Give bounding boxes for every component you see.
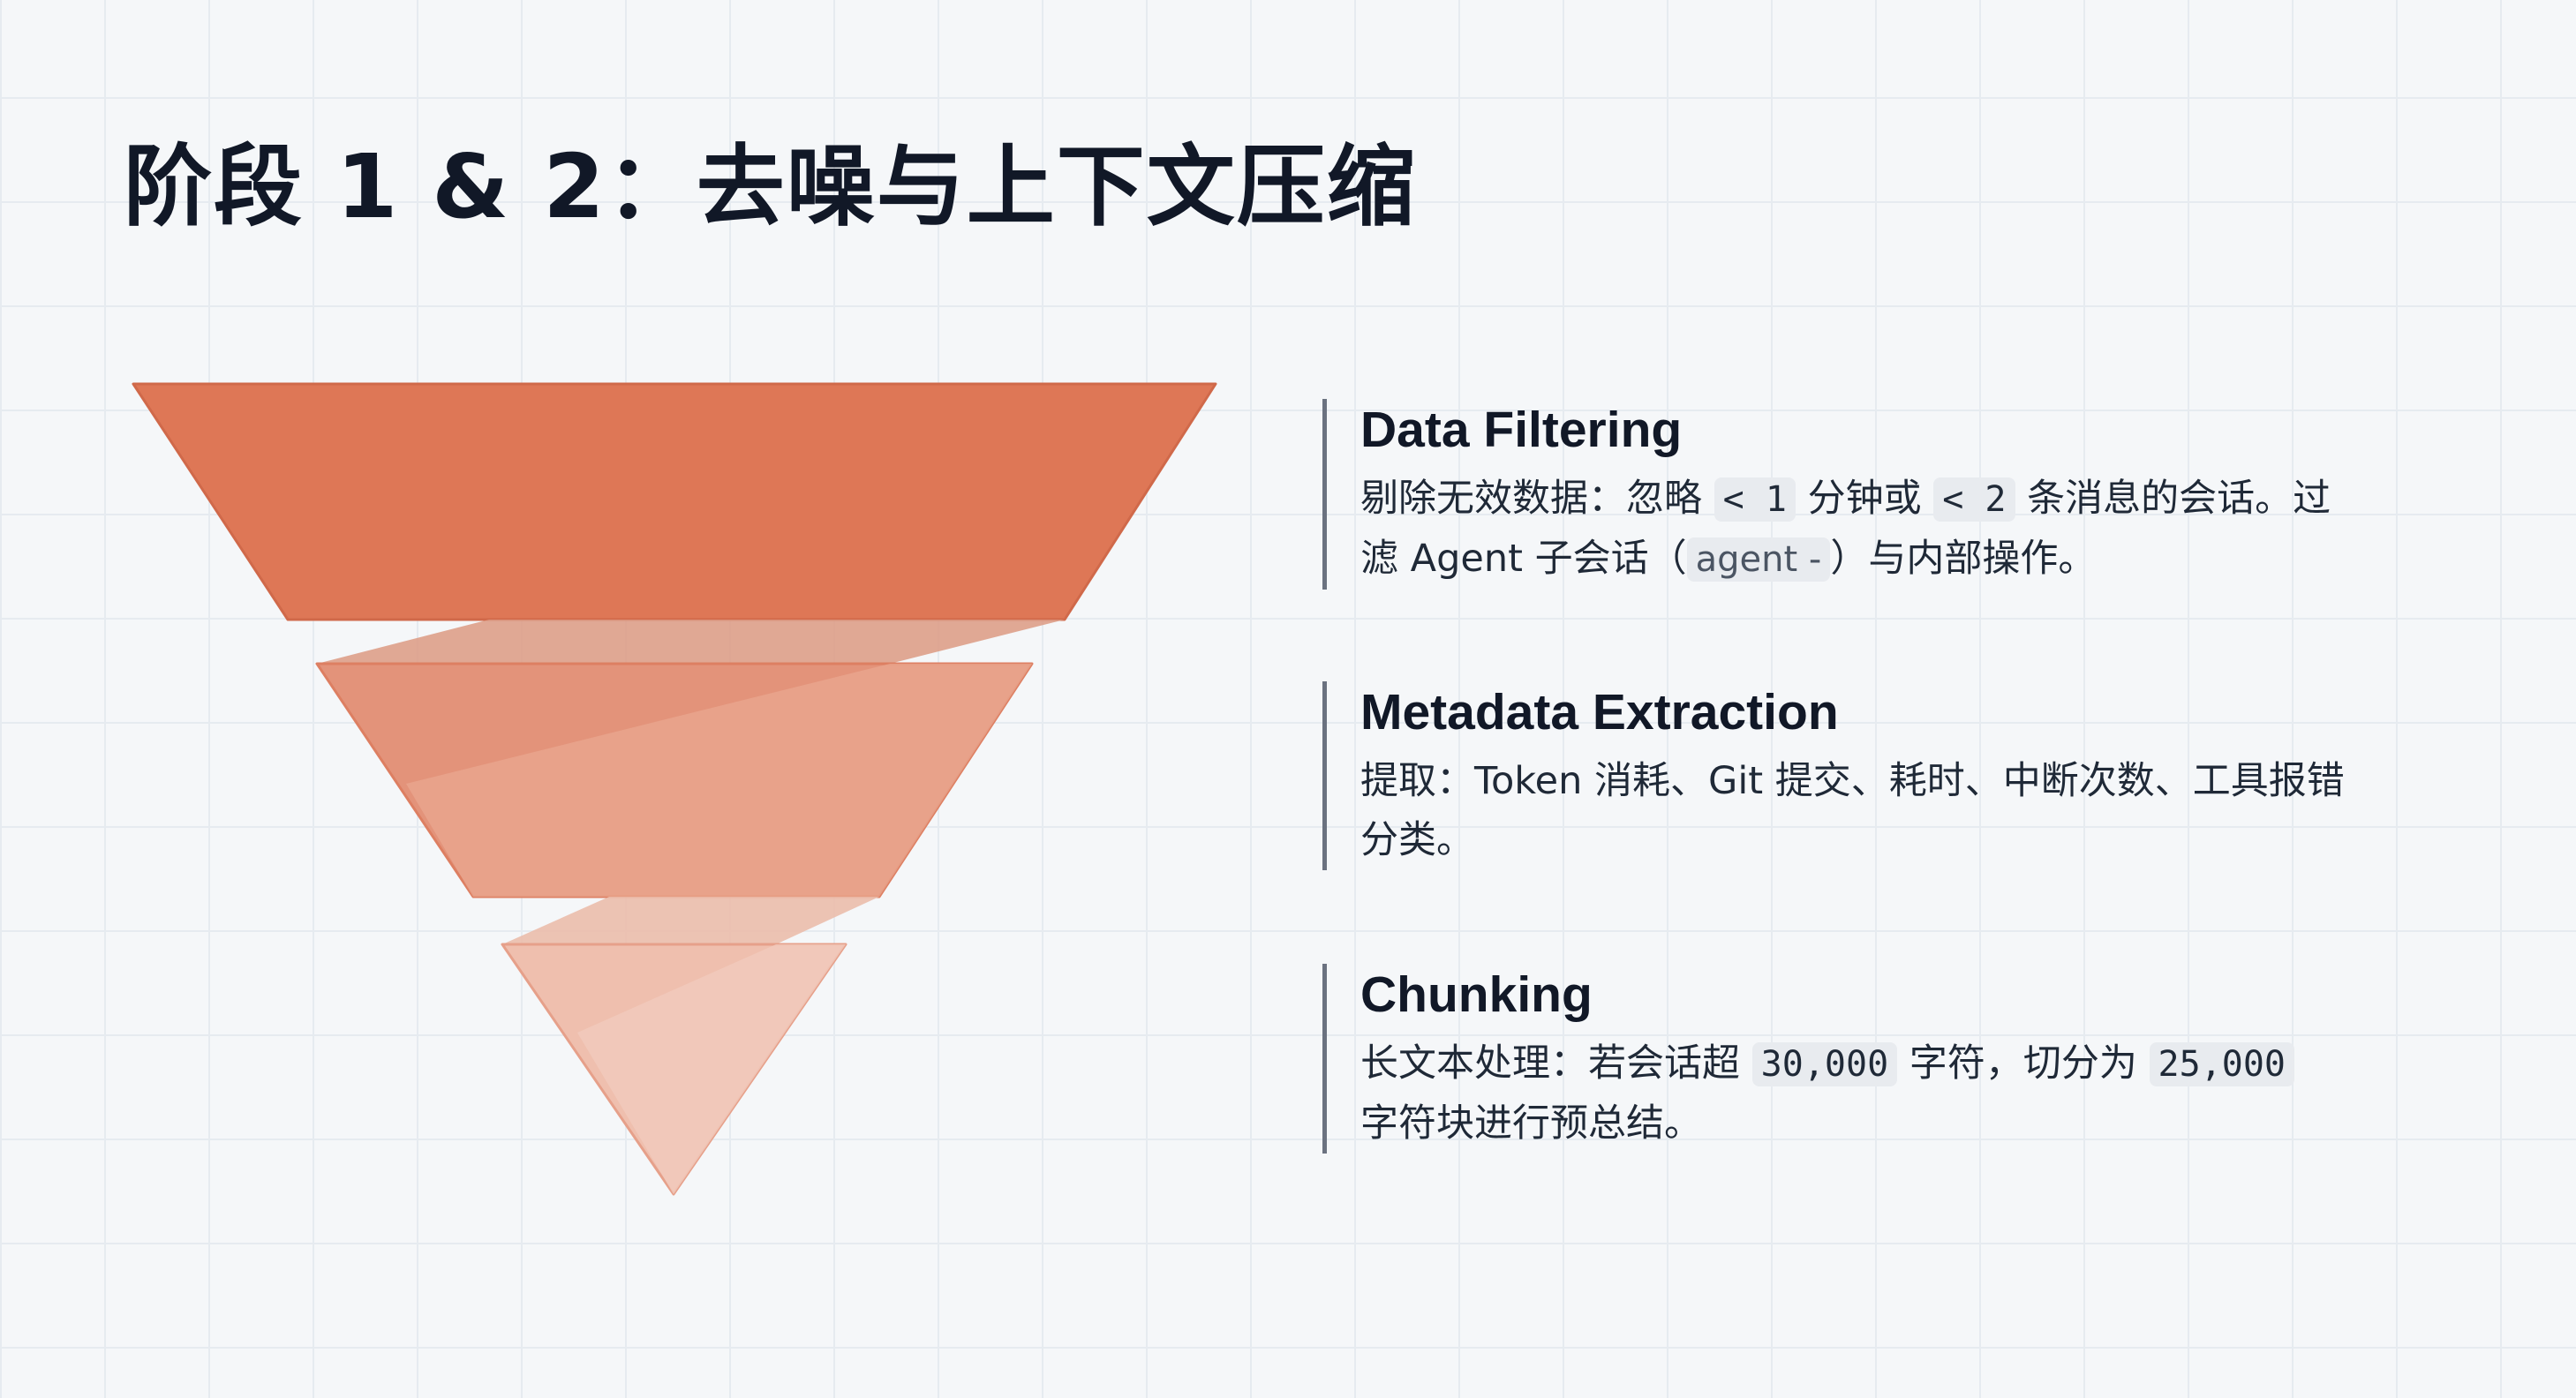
stage-description: 提取：Token 消耗、Git 提交、耗时、中断次数、工具报错分类。: [1360, 752, 2349, 870]
text-segment: 提取：Token 消耗、Git 提交、耗时、中断次数、工具报错分类。: [1360, 759, 2345, 862]
funnel-stage-3-highlight: [577, 944, 846, 1194]
stage-data-filtering: Data Filtering 剔除无效数据：忽略 < 1 分钟或 < 2 条消息…: [1322, 399, 2473, 590]
text-segment: 字符，切分为: [1897, 1041, 2150, 1086]
text-segment: 字符块进行预总结。: [1360, 1101, 1702, 1146]
stage-metadata-extraction: Metadata Extraction 提取：Token 消耗、Git 提交、耗…: [1322, 681, 2473, 870]
stage-heading: Data Filtering: [1360, 402, 1683, 458]
code-inline: < 2: [1933, 477, 2015, 522]
text-segment: ）与内部操作。: [1830, 537, 2097, 581]
text-segment: 条消息的会话。过滤 Agent 子会话（: [1360, 477, 2331, 581]
code-inline: 25,000: [2149, 1042, 2295, 1086]
code-inline: agent -: [1686, 537, 1831, 582]
stage-heading: Metadata Extraction: [1360, 684, 1839, 740]
funnel-connector-2: [502, 897, 879, 944]
stage-chunking: Chunking 长文本处理：若会话超 30,000 字符，切分为 25,000…: [1322, 964, 2473, 1154]
code-inline: 30,000: [1751, 1042, 1898, 1086]
funnel-stage-1: [132, 382, 1217, 621]
funnel-stage-2-highlight: [406, 664, 1032, 897]
text-segment: 长文本处理：若会话超: [1360, 1041, 1752, 1086]
stage-description: 剔除无效数据：忽略 < 1 分钟或 < 2 条消息的会话。过滤 Agent 子会…: [1360, 470, 2358, 590]
text-segment: 分钟或: [1795, 477, 1934, 521]
code-inline: < 1: [1714, 477, 1796, 522]
funnel-connector-1: [317, 620, 1065, 664]
text-segment: 剔除无效数据：忽略: [1360, 477, 1714, 521]
stage-description: 长文本处理：若会话超 30,000 字符，切分为 25,000 字符块进行预总结…: [1360, 1034, 2340, 1154]
page-title: 阶段 1 & 2：去噪与上下文压缩: [124, 135, 1417, 238]
stage-heading: Chunking: [1360, 966, 1593, 1023]
